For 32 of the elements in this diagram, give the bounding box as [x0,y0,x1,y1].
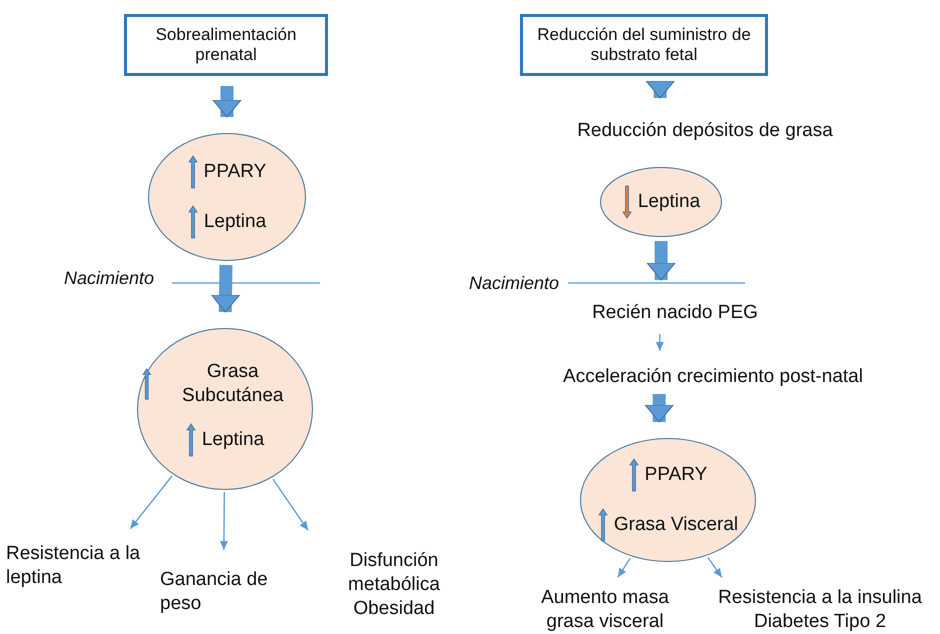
node-text: Grasa Visceral [614,513,738,537]
arrow [707,556,722,578]
node-text: Reducción del suministro de substrato fetal [536,24,752,66]
arrow [656,334,664,351]
node-text: Leptina [204,210,266,234]
arrow [272,478,309,531]
flow-text: Aumento masa grasa visceral [520,586,690,634]
block-arrow [646,80,675,98]
block-arrow [646,241,676,280]
flow-text: Resistencia a la leptina [6,540,148,592]
flow-text: Recién nacido PEG [560,298,790,328]
timeline-label: Nacimiento [64,268,154,289]
timeline-label: Nacimiento [469,273,560,294]
block-arrow [644,394,674,422]
node-text: PPARY [644,463,708,487]
flow-text: Disfunción metabólica Obesidad [335,546,453,624]
node-text: Grasa Subcutánea [181,360,284,408]
block-arrow [212,86,242,118]
arrow [617,558,631,578]
flow-text: Reducción depósitos de grasa [545,116,865,146]
node-text: Leptina [638,190,700,214]
process-box [520,14,768,76]
arrow [220,492,228,550]
flow-text: Acceleración crecimiento post-natal [523,362,903,392]
process-box [124,14,328,76]
node-text: Sobrealimentación prenatal [154,24,298,66]
arrow [130,476,172,530]
flow-text: Resistencia a la insulina Diabetes Tipo 2 [700,586,940,634]
flow-text: Ganancia de peso [160,566,270,618]
block-arrow [211,264,240,312]
node-text: Leptina [202,428,264,452]
node-text: PPARY [204,160,266,184]
